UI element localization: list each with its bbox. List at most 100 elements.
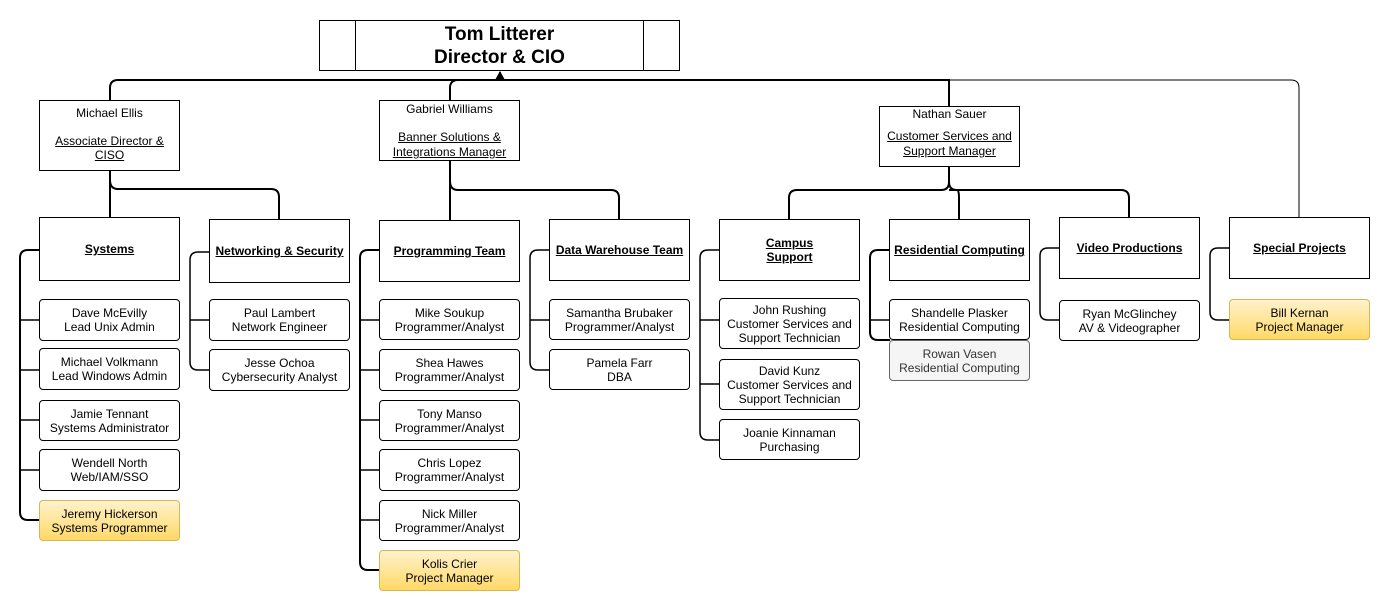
team-campus-label-1: Campus — [765, 236, 814, 250]
team-datawarehouse-box: Data Warehouse Team — [549, 219, 690, 281]
bracket-special — [1209, 247, 1230, 321]
director-title: Director & CIO — [434, 46, 565, 68]
team-video-label: Video Productions — [1076, 241, 1183, 255]
staff-card: Shandelle Plasker Residential Computing — [889, 299, 1030, 340]
team-special-box: Special Projects — [1229, 217, 1370, 279]
team-video-box: Video Productions — [1059, 217, 1200, 279]
staff-name: Michael Volkmann — [60, 355, 159, 369]
director-name: Tom Litterer — [444, 23, 555, 45]
staff-name: Samantha Brubaker — [566, 305, 673, 320]
staff-name: Kolis Crier — [421, 556, 478, 571]
connector-williams-datawarehouse — [449, 180, 620, 219]
staff-name: Jamie Tennant — [70, 406, 149, 421]
staff-title: Project Manager — [405, 570, 494, 585]
manager-sauer-title: Customer Services and Support Manager — [887, 129, 1012, 158]
manager-williams-box: Gabriel Williams Banner Solutions & Inte… — [379, 100, 520, 161]
staff-name: Rowan Vasen — [922, 346, 997, 361]
staff-name: Joanie Kinnaman — [743, 425, 836, 440]
staff-name: Jesse Ochoa — [244, 356, 315, 370]
connector-ellis-networking — [109, 179, 280, 219]
connector-sauer-residential — [948, 181, 960, 219]
staff-card: Pamela Farr DBA — [549, 349, 690, 390]
manager-sauer-box: Nathan Sauer Customer Services and Suppo… — [879, 106, 1020, 167]
connector-sauer-video — [949, 189, 1130, 217]
bracket-video — [1039, 247, 1060, 321]
staff-name: Nick Miller — [421, 506, 478, 521]
bracket-residential — [869, 249, 890, 341]
bracket-networking — [189, 251, 210, 371]
manager-ellis-name: Michael Ellis — [76, 106, 143, 120]
staff-title: Cybersecurity Analyst — [221, 370, 338, 384]
staff-card: Jesse Ochoa Cybersecurity Analyst — [209, 349, 350, 391]
staff-card: Jeremy Hickerson Systems Programmer — [39, 500, 180, 541]
staff-card: Paul Lambert Network Engineer — [209, 299, 350, 341]
manager-ellis-title: Associate Director & CISO — [55, 134, 164, 162]
team-residential-box: Residential Computing — [889, 219, 1030, 281]
staff-title: Lead Unix Admin — [64, 320, 155, 334]
staff-title: Programmer/Analyst — [394, 520, 505, 535]
staff-title: Lead Windows Admin — [51, 369, 168, 383]
staff-card: Joanie Kinnaman Purchasing — [719, 419, 860, 460]
staff-card: David Kunz Customer Services and Support… — [719, 359, 860, 410]
staff-title: Programmer/Analyst — [394, 370, 505, 384]
manager-williams-name: Gabriel Williams — [406, 102, 493, 116]
staff-name: Mike Soukup — [414, 305, 485, 320]
manager-ellis-box: Michael Ellis Associate Director & CISO — [39, 100, 180, 171]
staff-title: Programmer/Analyst — [394, 319, 505, 334]
team-residential-label: Residential Computing — [894, 243, 1025, 257]
staff-card: Wendell North Web/IAM/SSO — [39, 449, 180, 491]
team-datawarehouse-label: Data Warehouse Team — [555, 243, 684, 257]
staff-title: AV & Videographer — [1078, 320, 1181, 335]
connector-director-williams — [449, 79, 500, 100]
team-programming-box: Programming Team — [379, 220, 520, 282]
staff-card: Shea Hawes Programmer/Analyst — [379, 349, 520, 391]
staff-card: Jamie Tennant Systems Administrator — [39, 400, 180, 441]
manager-sauer-name: Nathan Sauer — [912, 107, 987, 121]
staff-name: Jeremy Hickerson — [61, 506, 158, 521]
arrowhead-director — [495, 71, 505, 80]
staff-title: Residential Computing — [899, 360, 1020, 375]
staff-title: Systems Administrator — [49, 420, 170, 435]
connector-director-ellis — [109, 72, 501, 100]
staff-card: Rowan Vasen Residential Computing — [889, 340, 1030, 381]
staff-card: Kolis Crier Project Manager — [379, 550, 520, 591]
staff-title: Network Engineer — [231, 320, 328, 334]
staff-title: Programmer/Analyst — [394, 470, 505, 484]
staff-name: Wendell North — [71, 456, 148, 470]
staff-card: Mike Soukup Programmer/Analyst — [379, 299, 520, 340]
staff-card: Samantha Brubaker Programmer/Analyst — [549, 299, 690, 340]
staff-title-2: Support Technician — [738, 391, 841, 406]
staff-name: David Kunz — [758, 363, 821, 378]
staff-title-2: Support Technician — [738, 330, 841, 345]
staff-name: Bill Kernan — [1270, 305, 1329, 320]
team-special-label: Special Projects — [1253, 241, 1346, 255]
staff-name: Shea Hawes — [415, 356, 484, 370]
team-networking-box: Networking & Security — [209, 219, 350, 283]
bracket-systems — [19, 249, 40, 521]
staff-title: Project Manager — [1255, 319, 1344, 334]
bracket-campus — [699, 249, 720, 441]
staff-title: Web/IAM/SSO — [70, 470, 149, 484]
connector-director-special — [500, 79, 1300, 217]
staff-title: Systems Programmer — [51, 520, 168, 535]
staff-name: Tony Manso — [417, 406, 482, 421]
staff-card: Dave McEvilly Lead Unix Admin — [39, 299, 180, 341]
bracket-datawarehouse — [529, 249, 550, 371]
team-campus-box: Campus Support — [719, 219, 860, 281]
staff-card: Tony Manso Programmer/Analyst — [379, 400, 520, 441]
staff-title: Purchasing — [759, 439, 820, 454]
staff-card: Nick Miller Programmer/Analyst — [379, 500, 520, 541]
staff-card: Michael Volkmann Lead Windows Admin — [39, 348, 180, 390]
staff-card: John Rushing Customer Services and Suppo… — [719, 298, 860, 349]
staff-name: Chris Lopez — [417, 456, 482, 470]
team-systems-box: Systems — [39, 217, 180, 281]
team-campus-label-2: Support — [766, 250, 813, 264]
staff-title: Customer Services and — [727, 316, 852, 331]
staff-name: Paul Lambert — [243, 306, 316, 320]
staff-card: Bill Kernan Project Manager — [1229, 299, 1370, 340]
connector-sauer-teams — [788, 166, 950, 219]
staff-title: Residential Computing — [899, 319, 1020, 334]
team-networking-label: Networking & Security — [215, 244, 344, 258]
